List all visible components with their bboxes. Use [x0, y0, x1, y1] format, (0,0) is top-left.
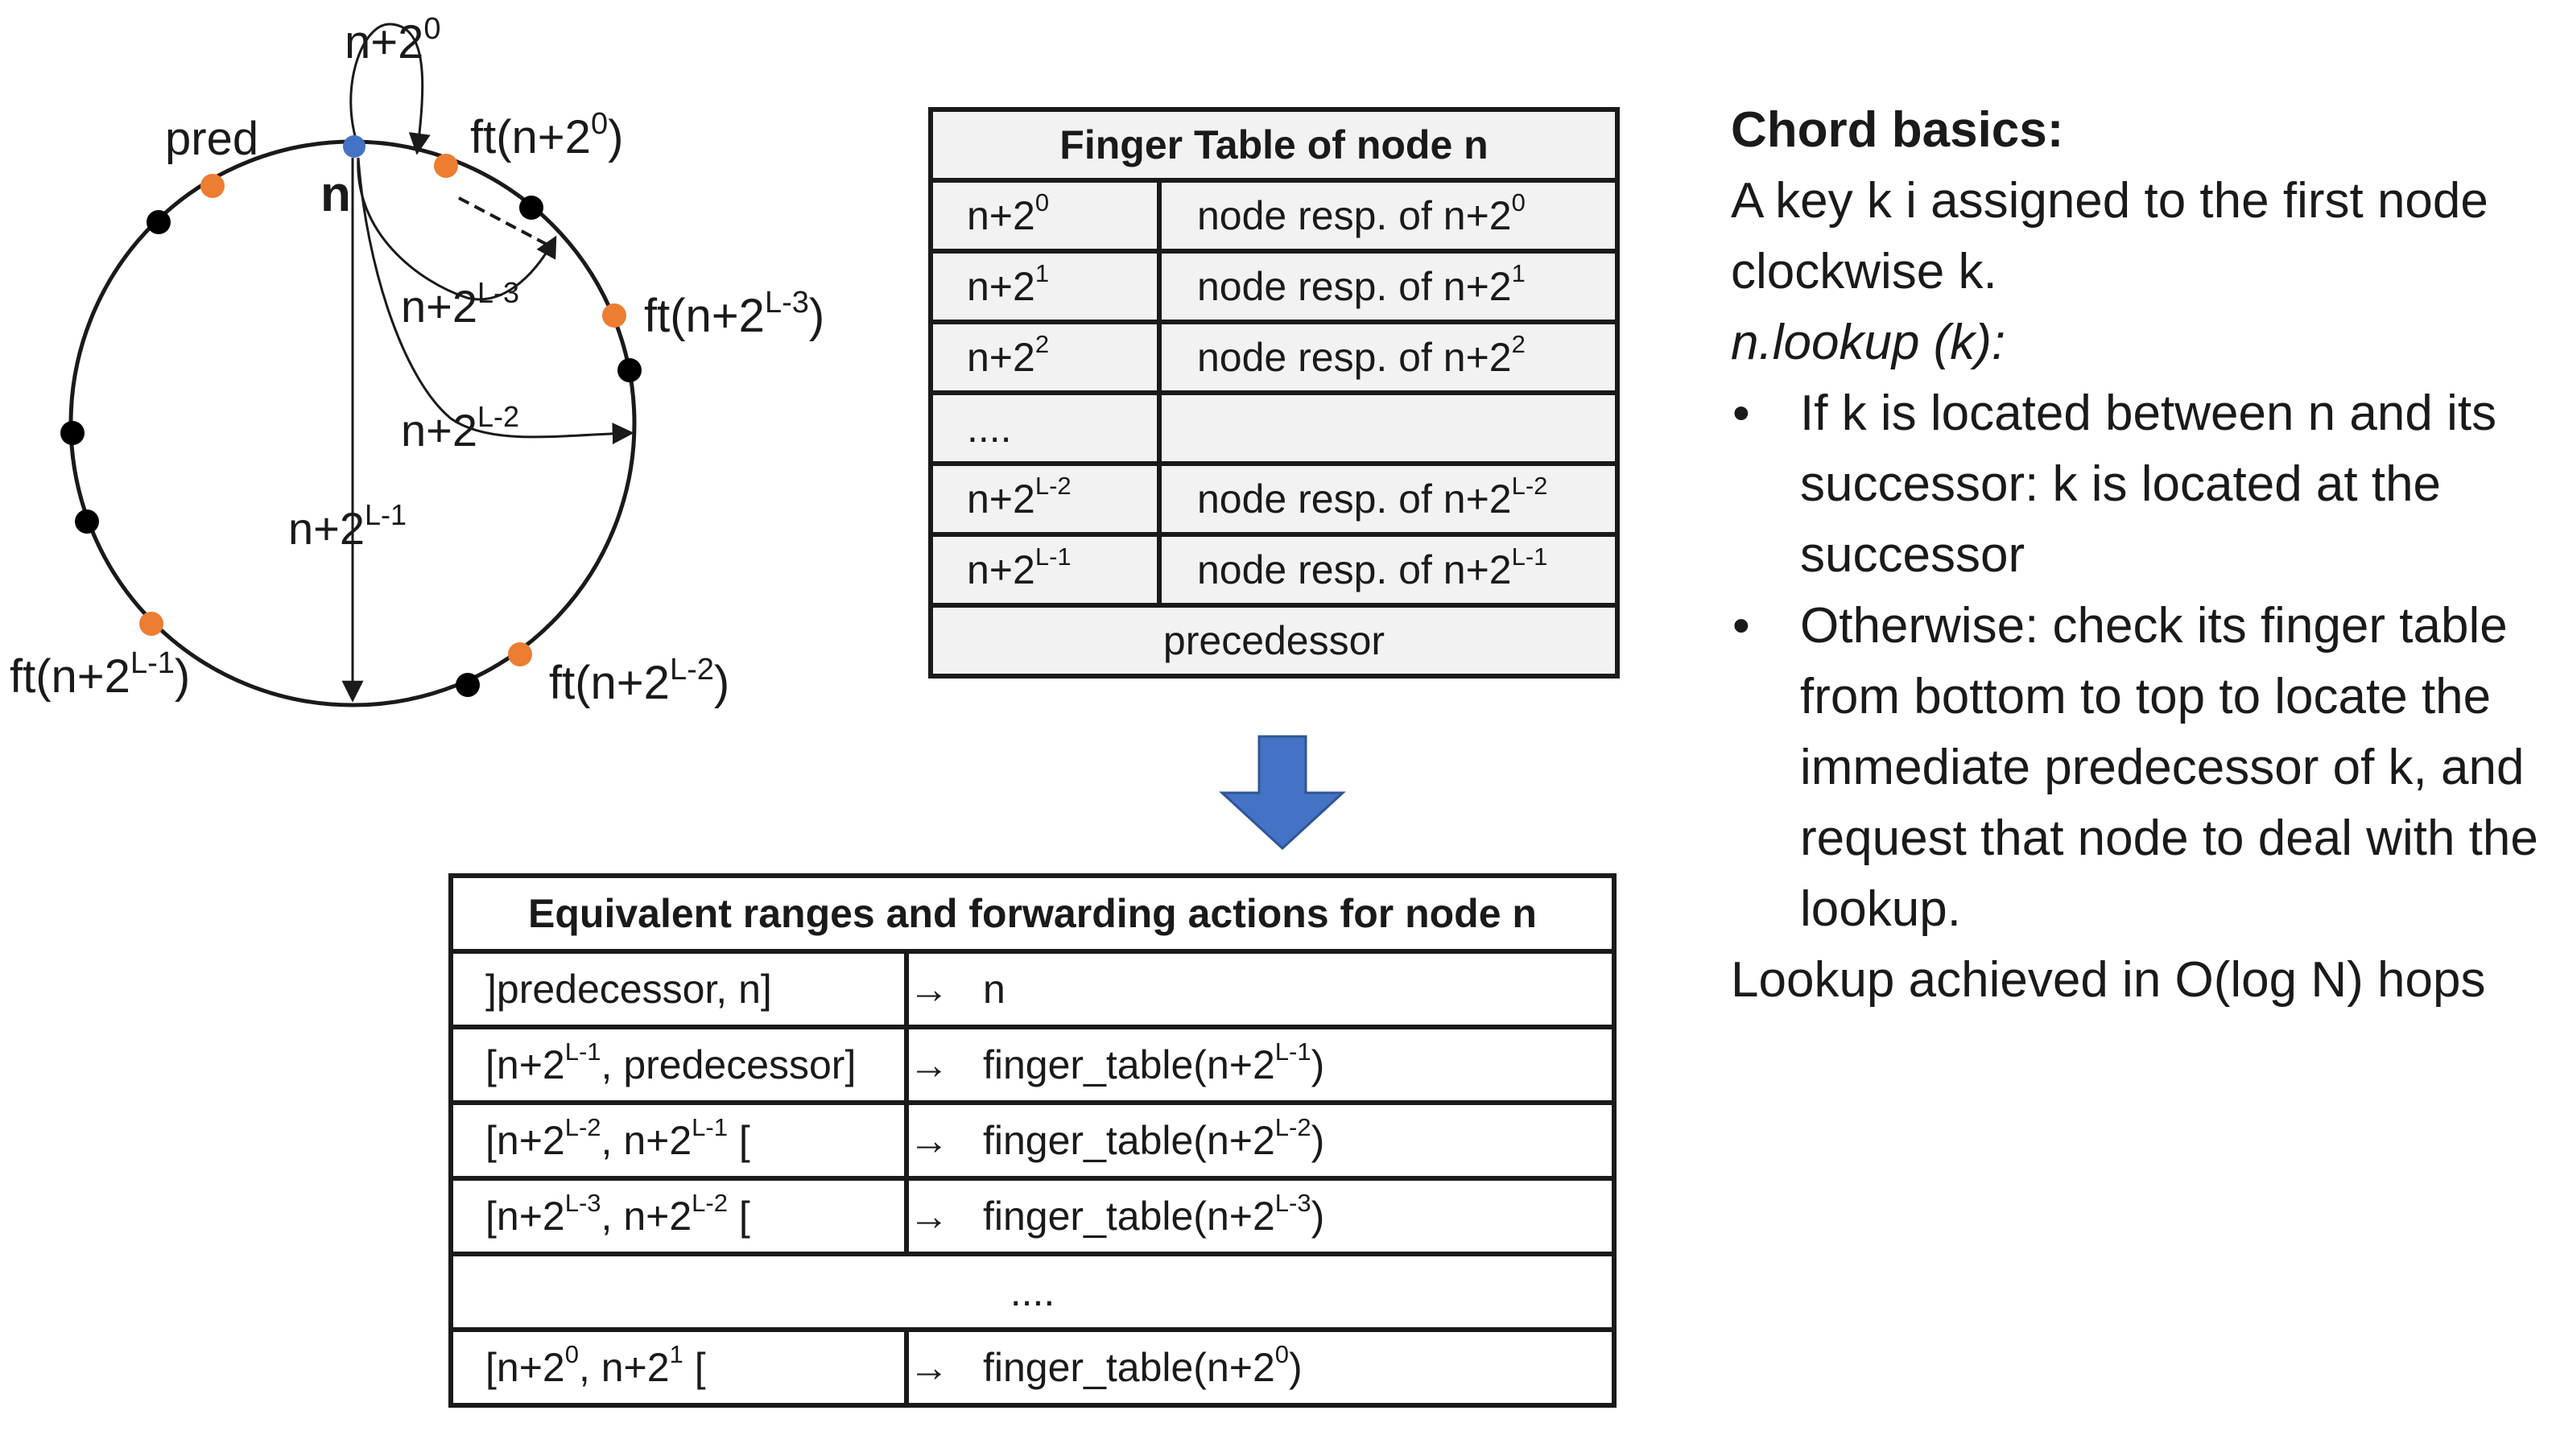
- finger-value: node resp. of n+2L-2: [1157, 461, 1620, 537]
- finger-value: node resp. of n+2L-1: [1157, 532, 1620, 608]
- action-cell: →n: [904, 949, 1617, 1029]
- panel-line: clockwise k.: [1731, 244, 1997, 299]
- range-cell: [n+2L-3, n+2L-2 [: [448, 1176, 909, 1256]
- pred-label: pred: [165, 113, 258, 165]
- table-row: [n+2L-3, n+2L-2 [ →finger_table(n+2L-3): [448, 1176, 1617, 1256]
- peer-node-dot: [75, 509, 99, 534]
- finger-table: Finger Table of node n n+20 node resp. o…: [928, 107, 1620, 679]
- lookup-steps: If k is located between n and its succes…: [1731, 378, 2544, 945]
- arc-L1-label: n+2L-1: [288, 498, 407, 554]
- table-row: n+21 node resp. of n+21: [928, 249, 1620, 324]
- table-row: n+2L-1 node resp. of n+2L-1: [928, 532, 1620, 608]
- panel-title: Chord basics:: [1731, 102, 2064, 158]
- fingerL2-node-dot: [508, 642, 532, 666]
- table-row: ....: [928, 390, 1620, 466]
- table-row: n+2L-2 node resp. of n+2L-2: [928, 461, 1620, 537]
- forward-arrow-icon: →: [909, 967, 949, 1012]
- forward-arrow-icon: →: [909, 1194, 949, 1239]
- peer-node-dot: [456, 673, 480, 697]
- peer-node-dot: [147, 210, 171, 234]
- action-cell: →finger_table(n+2L-2): [904, 1100, 1617, 1181]
- arc-finger-L3: [357, 157, 557, 301]
- finger-value: node resp. of n+21: [1157, 249, 1620, 324]
- arc-L3-label: n+2L-3: [401, 276, 519, 332]
- self-loop-label: n+20: [345, 12, 441, 68]
- arc-L2-label: n+2L-2: [401, 400, 519, 456]
- table-row: [n+2L-1, predecessor] →finger_table(n+2L…: [448, 1025, 1617, 1105]
- finger-value: [1157, 390, 1620, 466]
- ftL1-label: ft(n+2L-1): [10, 646, 190, 703]
- ftL2-label: ft(n+2L-2): [549, 653, 729, 709]
- table-row: n+20 node resp. of n+20: [928, 178, 1620, 254]
- action-cell: →finger_table(n+2L-3): [904, 1176, 1617, 1256]
- fingerL3-node-dot: [602, 303, 626, 328]
- table-row: n+22 node resp. of n+22: [928, 320, 1620, 395]
- table-row: ....: [448, 1252, 1617, 1332]
- list-item: Otherwise: check its finger table from b…: [1731, 591, 2544, 945]
- arc-finger-L2: [357, 157, 634, 445]
- action-cell: →finger_table(n+2L-1): [904, 1025, 1617, 1105]
- forward-arrow-icon: →: [909, 1042, 949, 1087]
- action-cell: →finger_table(n+20): [904, 1327, 1617, 1408]
- finger-value: node resp. of n+20: [1157, 178, 1620, 254]
- ellipsis-row: ....: [448, 1252, 1617, 1332]
- ftL3-label: ft(n+2L-3): [644, 286, 824, 342]
- self-loop-arrow: [349, 23, 431, 155]
- panel-footer: Lookup achieved in O(log N) hops: [1731, 952, 2486, 1008]
- finger-key: ....: [928, 390, 1162, 466]
- dashed-next-arrow: [458, 196, 547, 245]
- finger-key: n+21: [928, 249, 1162, 324]
- finger-key: n+2L-1: [928, 532, 1162, 608]
- pred-node-dot: [200, 174, 225, 198]
- peer-node-dot: [60, 421, 85, 445]
- range-cell: ]predecessor, n]: [448, 949, 909, 1029]
- finger-key: n+2L-2: [928, 461, 1162, 537]
- peer-node-dot: [519, 196, 543, 220]
- table-row: [n+2L-2, n+2L-1 [ →finger_table(n+2L-2): [448, 1100, 1617, 1181]
- chord-basics-panel: Chord basics: A key k i assigned to the …: [1731, 95, 2544, 1016]
- table-row: [n+20, n+21 [ →finger_table(n+20): [448, 1327, 1617, 1408]
- range-cell: [n+20, n+21 [: [448, 1327, 909, 1408]
- equivalent-ranges-table: Equivalent ranges and forwarding actions…: [448, 873, 1617, 1408]
- down-arrow: [1219, 735, 1346, 851]
- ft0-label: ft(n+20): [470, 107, 623, 163]
- panel-line: A key k i assigned to the first node: [1731, 173, 2488, 229]
- fingerL1-node-dot: [139, 612, 163, 636]
- list-item: If k is located between n and its succes…: [1731, 378, 2544, 591]
- forward-arrow-icon: →: [909, 1118, 949, 1163]
- eq-table-title: Equivalent ranges and forwarding actions…: [448, 873, 1617, 954]
- finger-key: n+20: [928, 178, 1162, 254]
- range-cell: [n+2L-2, n+2L-1 [: [448, 1100, 909, 1181]
- peer-node-dot: [617, 358, 642, 382]
- table-row: precedessor: [928, 603, 1620, 679]
- lookup-heading: n.lookup (k):: [1731, 315, 2006, 370]
- finger-value: node resp. of n+22: [1157, 320, 1620, 395]
- finger0-node-dot: [434, 154, 458, 178]
- finger-table-title: Finger Table of node n: [928, 107, 1620, 183]
- node-n-label: n: [320, 167, 351, 222]
- node-n-dot: [343, 135, 365, 158]
- finger-table-footer: precedessor: [928, 603, 1620, 679]
- range-cell: [n+2L-1, predecessor]: [448, 1025, 909, 1105]
- forward-arrow-icon: →: [909, 1345, 949, 1390]
- finger-key: n+22: [928, 320, 1162, 395]
- table-row: ]predecessor, n] →n: [448, 949, 1617, 1029]
